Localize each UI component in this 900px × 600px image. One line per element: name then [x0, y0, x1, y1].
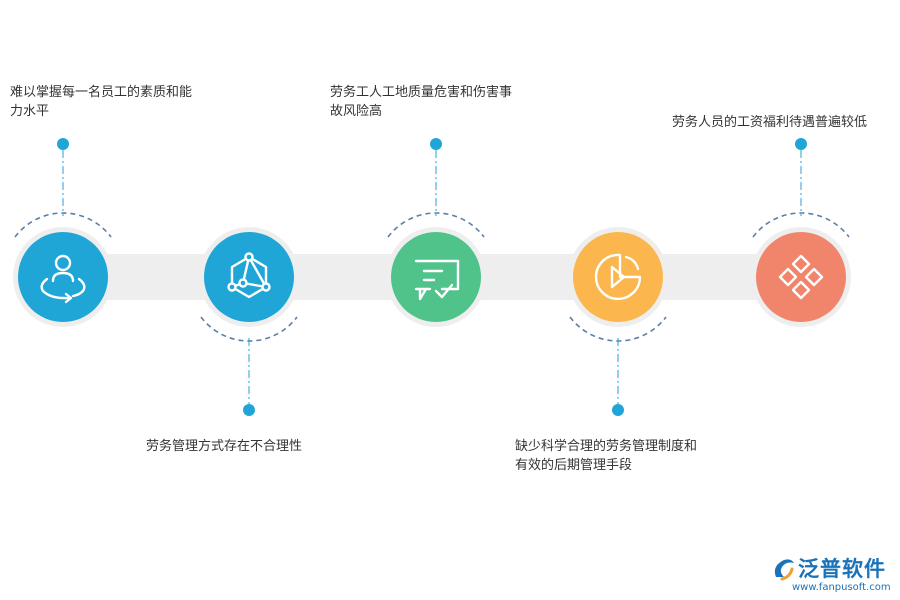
- step-4: [568, 227, 668, 416]
- step-4-label: 缺少科学合理的劳务管理制度和 有效的后期管理手段: [515, 437, 735, 475]
- step-1-dashed-arc: [14, 212, 112, 238]
- step-3-dot: [430, 138, 442, 150]
- step-3: [386, 138, 486, 327]
- pie-play-icon: [594, 253, 642, 301]
- step-2-label: 劳务管理方式存在不合理性: [146, 437, 346, 456]
- step-4-circle: [573, 232, 663, 322]
- step-3-label: 劳务工人工地质量危害和伤害事 故风险高: [330, 83, 550, 121]
- brand-url: www.fanpusoft.com: [792, 582, 891, 593]
- step-3-dashed-arc: [387, 212, 485, 238]
- person-orbit-icon: [40, 254, 86, 304]
- step-1-label-line-1: 难以掌握每一名员工的素质和能: [10, 85, 193, 100]
- step-5-dot: [795, 138, 807, 150]
- step-5-label: 劳务人员的工资福利待遇普遍较低: [672, 113, 894, 132]
- step-1-label: 难以掌握每一名员工的素质和能 力水平: [10, 83, 230, 121]
- step-1-circle: [18, 232, 108, 322]
- step-5: [751, 138, 851, 327]
- step-3-label-line-1: 劳务工人工地质量危害和伤害事: [330, 85, 513, 100]
- step-2-dot: [243, 404, 255, 416]
- brand-name: 泛普软件: [798, 557, 886, 581]
- step-1-dot: [57, 138, 69, 150]
- brand-mark-icon: [774, 559, 794, 581]
- step-1: [13, 138, 113, 327]
- step-5-label-line-1: 劳务人员的工资福利待遇普遍较低: [672, 115, 868, 130]
- step-3-label-line-2: 故风险高: [330, 104, 383, 119]
- step-4-label-line-1: 缺少科学合理的劳务管理制度和: [515, 439, 698, 454]
- step-4-dot: [612, 404, 624, 416]
- step-5-dashed-arc: [752, 212, 850, 238]
- step-2: [199, 227, 299, 416]
- step-2-label-line-1: 劳务管理方式存在不合理性: [146, 439, 303, 454]
- step-2-circle: [204, 232, 294, 322]
- hexagon-network-icon: [227, 252, 271, 299]
- diamond-grid-icon: [778, 254, 824, 300]
- step-1-label-line-2: 力水平: [10, 104, 50, 119]
- message-check-icon: [414, 259, 460, 301]
- step-4-label-line-2: 有效的后期管理手段: [515, 458, 633, 473]
- brand-logo: 泛普软件 www.fanpusoft.com: [770, 553, 895, 597]
- step-3-circle: [391, 232, 481, 322]
- step-5-circle: [756, 232, 846, 322]
